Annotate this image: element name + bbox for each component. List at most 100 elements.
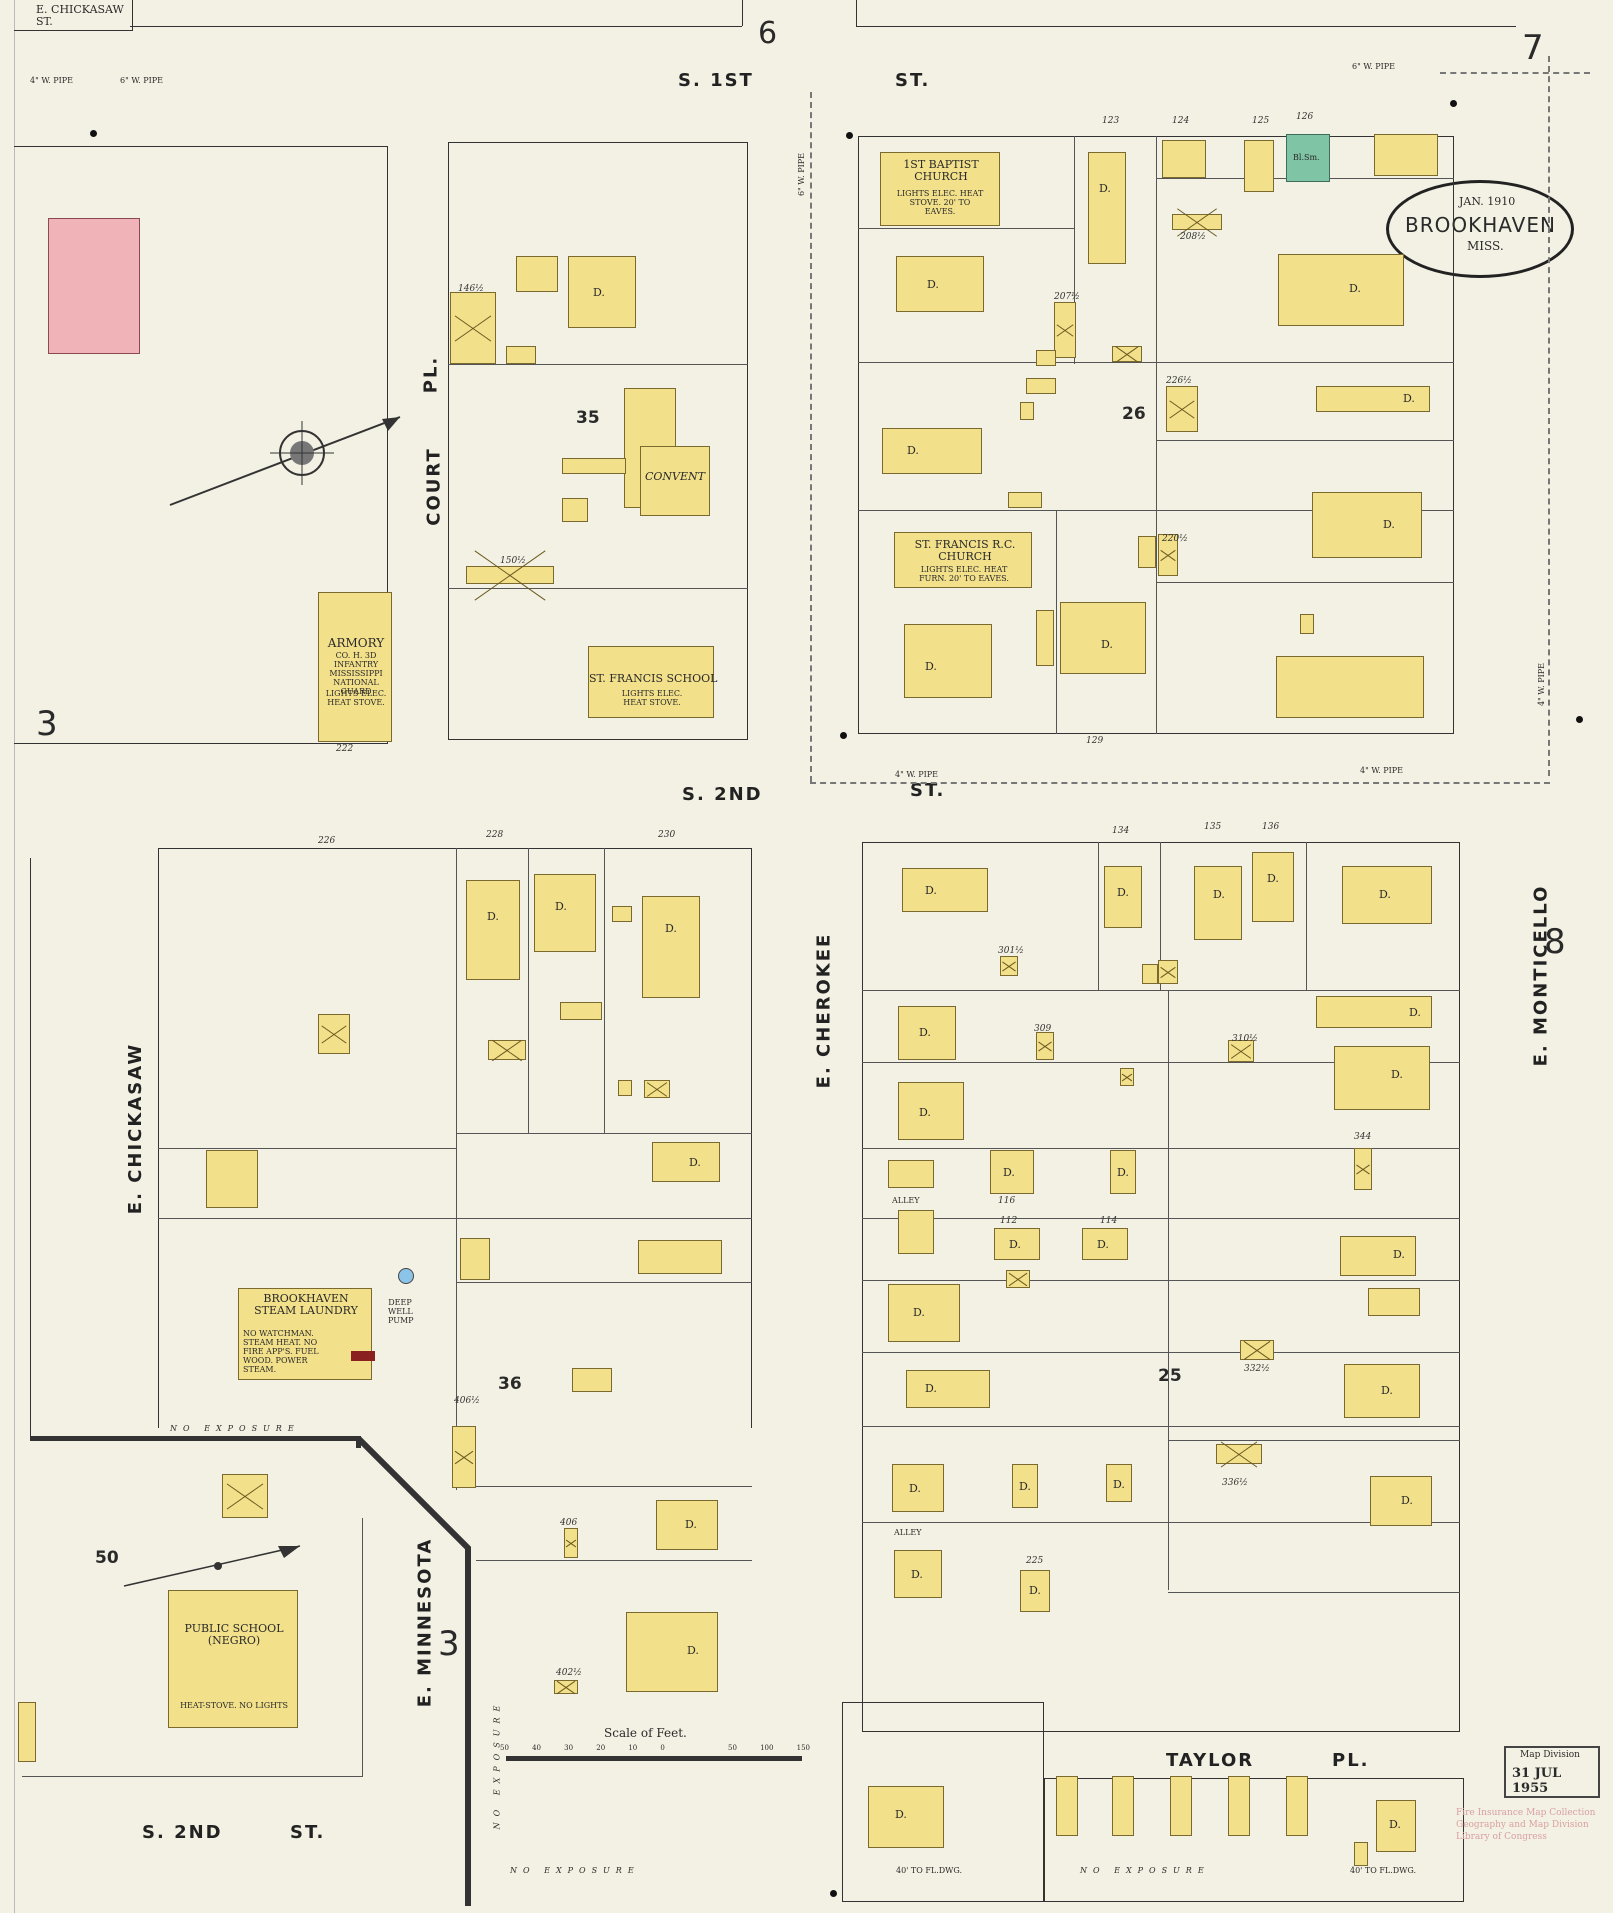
outbuilding — [612, 906, 632, 922]
convent: CONVENT — [640, 446, 710, 516]
outbuilding — [506, 346, 536, 364]
address-number: 402½ — [556, 1668, 582, 1678]
lot-line — [1168, 1592, 1460, 1593]
dwelling: D. — [902, 868, 988, 912]
scale-tick: 100 — [760, 1744, 774, 1752]
public-school-label: PUBLIC SCHOOL (NEGRO) — [184, 1622, 284, 1647]
address-number: 123 — [1102, 116, 1120, 126]
address-number: 114 — [1100, 1216, 1118, 1226]
outbuilding — [488, 1040, 526, 1060]
pipe-label-1: 4" W. PIPE — [30, 76, 73, 85]
stamp-top: Map Division — [1520, 1750, 1580, 1760]
lot-line — [1168, 1218, 1460, 1219]
address-number: 208½ — [1180, 232, 1206, 242]
lot-line — [858, 510, 1454, 511]
hydrant — [830, 1890, 837, 1897]
outbuilding — [560, 1002, 602, 1020]
dwelling-label: D. — [927, 278, 939, 291]
school-label: ST. FRANCIS SCHOOL — [589, 672, 718, 685]
block-armory — [14, 146, 388, 744]
heavy-line — [30, 1436, 360, 1441]
dwelling — [1056, 1776, 1078, 1836]
e-chickasaw-top-label: E. CHICKASAW ST. — [36, 3, 124, 28]
lot-line — [1306, 842, 1307, 990]
dwelling-label: D. — [913, 1306, 925, 1319]
dwelling-label: D. — [1391, 1068, 1403, 1081]
dwelling: D. — [1082, 1228, 1128, 1260]
dwelling: D. — [652, 1142, 720, 1182]
dwelling-label: D. — [1009, 1238, 1021, 1251]
dwelling: D. — [904, 624, 992, 698]
outbuilding — [18, 1702, 36, 1762]
scale-tick: 40 — [532, 1744, 541, 1752]
dwelling-label: D. — [1379, 888, 1391, 901]
dwelling-label: D. — [1403, 392, 1415, 405]
street-taylor-pl: PL. — [1332, 1750, 1370, 1771]
dwelling-label: D. — [1099, 182, 1111, 195]
dwelling-label: D. — [1213, 888, 1225, 901]
pipe-label-7: 4" W. PIPE — [1537, 663, 1546, 706]
outbuilding — [1158, 534, 1178, 576]
outbuilding — [1036, 610, 1054, 666]
pipe-label-5: 4" W. PIPE — [1360, 766, 1403, 775]
outbuilding — [1138, 536, 1156, 568]
adjacent-sheet-bottom: 3 — [438, 1624, 460, 1664]
outbuilding — [1006, 1270, 1030, 1288]
address-number: 116 — [998, 1196, 1016, 1206]
sheet-border — [14, 0, 1605, 1913]
dwelling: D. — [642, 896, 700, 998]
block-36 — [158, 848, 752, 1428]
block-number-50: 50 — [95, 1548, 119, 1568]
dwelling: D. — [466, 880, 520, 980]
street-e-cherokee: E. CHEROKEE — [813, 932, 835, 1089]
no-exposure-1: NO EXPOSURE — [170, 1424, 300, 1433]
outbuilding — [1374, 134, 1438, 176]
brookhaven-steam-laundry: BROOKHAVEN STEAM LAUNDRY NO WATCHMAN. ST… — [238, 1288, 375, 1380]
outbuilding — [564, 1528, 578, 1558]
address-number: 344 — [1354, 1132, 1372, 1142]
hydrant — [1576, 716, 1583, 723]
dwelling: D. — [906, 1370, 990, 1408]
dwelling: D. — [994, 1228, 1040, 1260]
lot-line — [1160, 842, 1161, 990]
address-number: 134 — [1112, 826, 1130, 836]
public-school: PUBLIC SCHOOL (NEGRO) HEAT-STOVE. NO LIG… — [168, 1590, 298, 1728]
street-s-2nd-bottom-st: ST. — [290, 1822, 326, 1843]
address-number: 406½ — [454, 1396, 480, 1406]
outbuilding — [318, 1014, 350, 1054]
address-number: 207½ — [1054, 292, 1080, 302]
dwelling: D. — [1376, 1800, 1416, 1852]
outbuilding — [1036, 350, 1056, 366]
address-number: 228 — [486, 830, 504, 840]
street-s-2nd-st: ST. — [910, 780, 946, 801]
dwelling — [638, 1240, 722, 1274]
address-number: 309 — [1034, 1024, 1052, 1034]
address-number: 230 — [658, 830, 676, 840]
blacksmith: Bl.Sm. — [1286, 134, 1330, 182]
outbuilding — [1354, 1148, 1372, 1190]
address-number: 112 — [1000, 1216, 1018, 1226]
water-pipe-2nd — [810, 782, 1550, 784]
address-number: 129 — [1086, 736, 1104, 746]
outbuilding — [516, 256, 558, 292]
watermark-3: Library of Congress — [1456, 1832, 1547, 1842]
dwelling-label: D. — [1381, 1384, 1393, 1397]
address-number: 226½ — [1166, 376, 1192, 386]
outbuilding — [1228, 1040, 1254, 1062]
lot-line — [862, 990, 1460, 991]
dwelling-label: D. — [919, 1106, 931, 1119]
lot-line — [476, 1486, 752, 1487]
street-court-pl: PL. — [420, 355, 442, 394]
outbuilding — [460, 1238, 490, 1280]
dwelling-label: D. — [1401, 1494, 1413, 1507]
header-line-right — [856, 26, 1516, 27]
dwelling-label: D. — [911, 1568, 923, 1581]
block-number-25: 25 — [1158, 1366, 1182, 1386]
dwelling-label: D. — [1267, 872, 1279, 885]
outbuilding — [562, 458, 626, 474]
outbuilding — [466, 566, 554, 584]
address-number: 136 — [1262, 822, 1280, 832]
dwelling: D. — [1312, 492, 1422, 558]
rc-church-note: LIGHTS ELEC. HEAT FURN. 20' TO EAVES. — [919, 565, 1009, 583]
outbuilding — [1142, 964, 1158, 984]
